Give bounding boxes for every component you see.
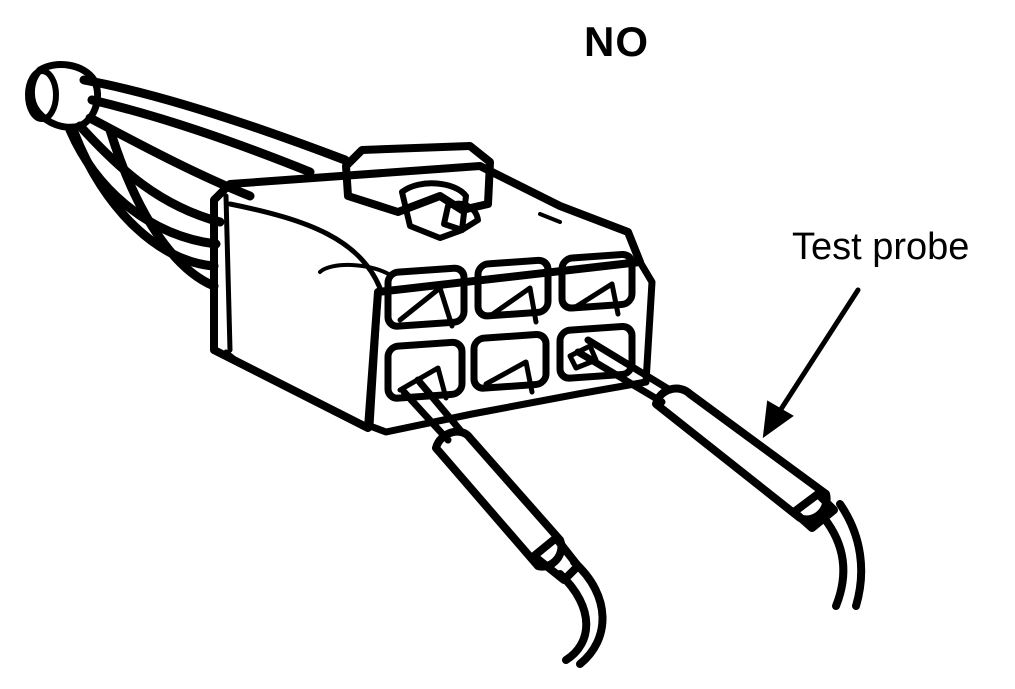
connector-latch — [342, 142, 494, 241]
callout-arrow — [762, 287, 861, 439]
diagram-title: NO — [584, 18, 649, 65]
test-probe-left — [400, 376, 607, 668]
connector-housing — [210, 162, 656, 436]
test-probe-right — [574, 336, 866, 610]
terminal-cavities — [384, 250, 636, 402]
test-probe-label: Test probe — [792, 226, 970, 268]
wire-harness — [25, 61, 350, 291]
